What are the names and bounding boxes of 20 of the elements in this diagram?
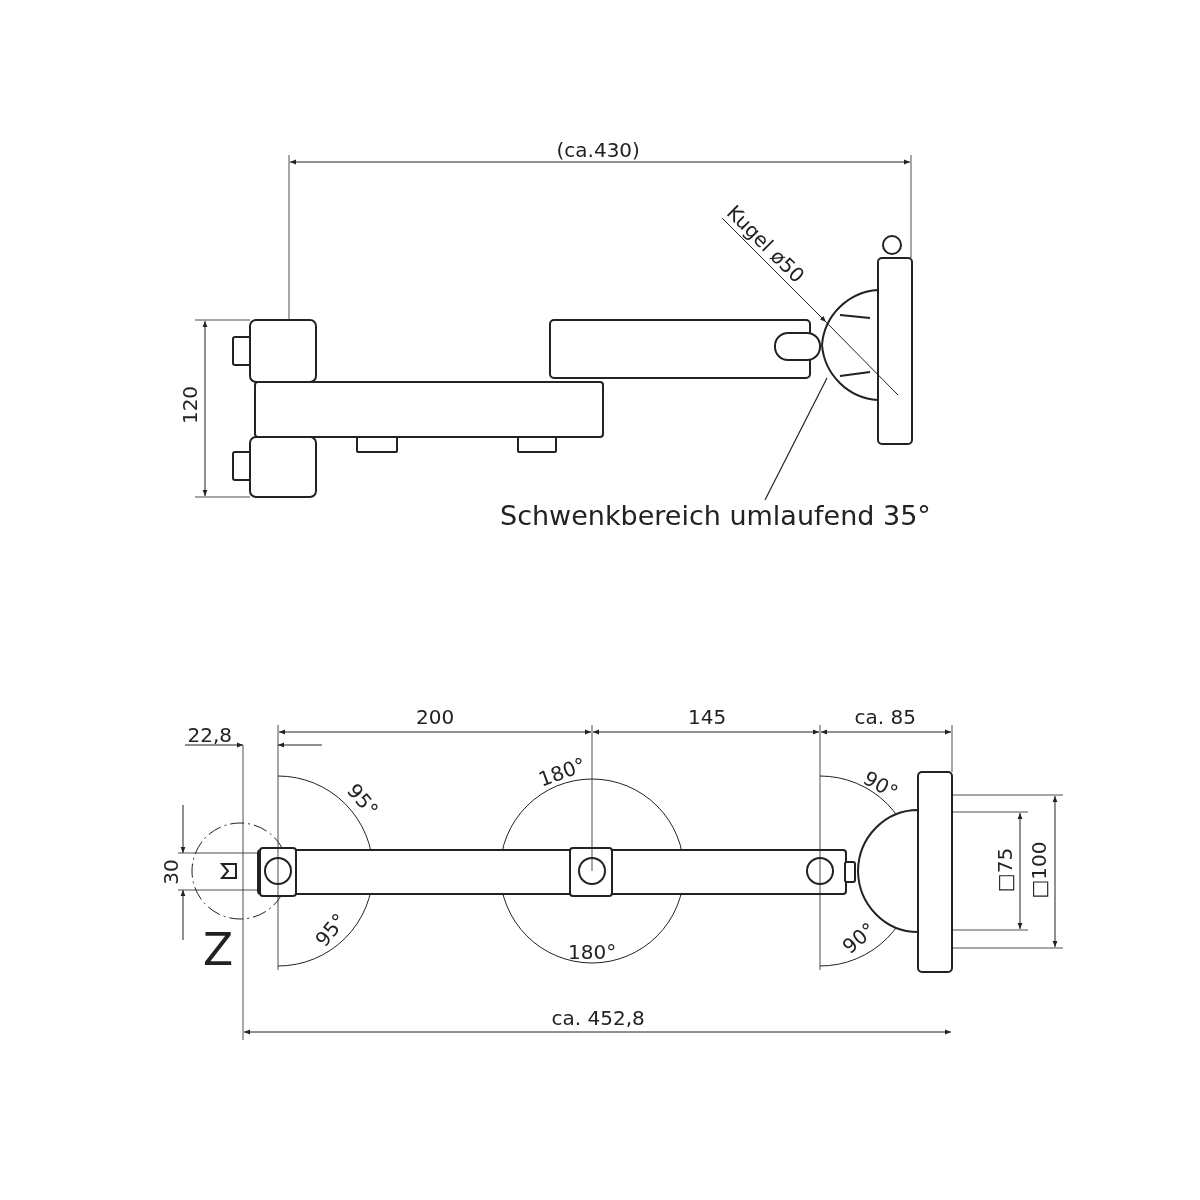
ball-joint bbox=[821, 289, 879, 401]
dimension-label: 22,8 bbox=[187, 725, 233, 745]
angle-label: 95° bbox=[343, 780, 382, 820]
dimension-label: 200 bbox=[416, 707, 455, 727]
dimension-label: 145 bbox=[688, 707, 727, 727]
dimension-label: □75 bbox=[995, 847, 1016, 893]
angle-label: 90° bbox=[838, 918, 879, 958]
angle-label: 180° bbox=[568, 942, 617, 962]
dimension-label: 30 bbox=[160, 859, 181, 885]
callout-text: Schwenkbereich umlaufend 35° bbox=[500, 502, 931, 529]
angle-label: 180° bbox=[536, 754, 589, 790]
dimension-label: (ca.430) bbox=[556, 140, 640, 160]
dimension-label: □100 bbox=[1028, 841, 1049, 899]
leader-line bbox=[764, 377, 828, 501]
dimension-label: ca. 452,8 bbox=[551, 1008, 645, 1028]
dimension-label: ca. 85 bbox=[854, 707, 916, 727]
view-label: Z bbox=[203, 928, 234, 972]
angle-label: 90° bbox=[859, 767, 901, 803]
angle-label: 95° bbox=[311, 910, 350, 950]
dimension-label: 120 bbox=[180, 385, 201, 425]
